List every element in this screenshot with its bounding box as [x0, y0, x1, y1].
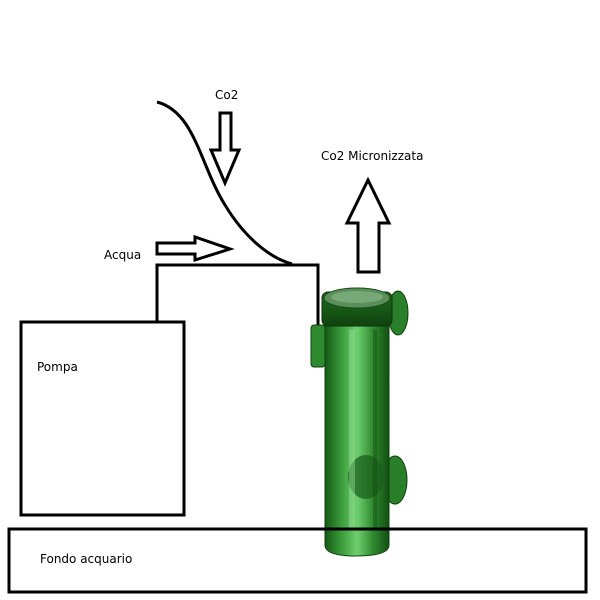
arrow-down-icon — [208, 111, 242, 187]
reactor-highlight-2 — [373, 330, 377, 530]
co2-tube-curve — [156, 100, 293, 266]
reactor-tube — [324, 299, 390, 557]
reactor-highlight — [349, 330, 355, 530]
arrow-right-icon — [155, 234, 235, 263]
fondo-acquario-label: Fondo acquario — [40, 552, 133, 566]
co2-label: Co2 — [215, 88, 239, 102]
reactor-inner-disk — [348, 455, 384, 499]
pompa-label: Pompa — [37, 360, 78, 374]
co2-micronizzata-label: Co2 Micronizzata — [321, 149, 424, 163]
acqua-label: Acqua — [104, 248, 142, 262]
aquarium-bottom — [7, 527, 588, 594]
water-pipe — [155, 263, 320, 330]
reactor-inlet-nozzle — [310, 324, 326, 368]
reactor-cap-top-inner — [331, 291, 383, 303]
pump-box — [19, 320, 186, 517]
arrow-up-icon — [344, 176, 392, 274]
